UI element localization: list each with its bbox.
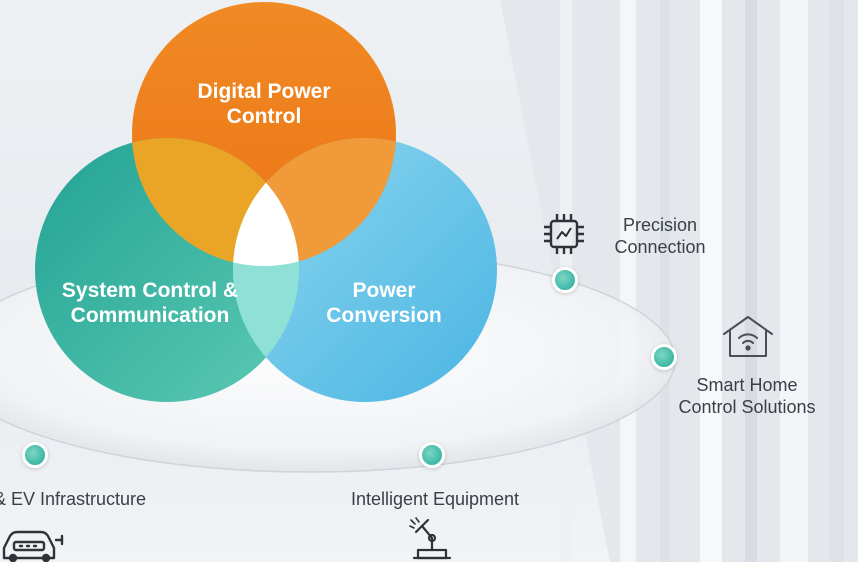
label-intelligent-equipment: Intelligent Equipment (350, 489, 520, 509)
dot-intelligent-equipment (419, 442, 445, 468)
venn-overlap-top-right (233, 138, 396, 266)
robot-arm-icon (409, 517, 452, 560)
venn-label-system-control-communication: System Control & Communication (61, 279, 239, 327)
ev-car-icon (2, 530, 64, 562)
label-precision-connection: Precision Connection (614, 215, 706, 257)
chip-icon (544, 214, 584, 254)
dot-ev-infrastructure (22, 442, 48, 468)
dot-smart-home (651, 344, 677, 370)
venn-label-digital-power-control: Digital Power Control (197, 80, 331, 128)
smart-home-icon (723, 316, 773, 357)
label-smart-home: Smart Home Control Solutions (678, 375, 816, 417)
dot-precision-connection (552, 267, 578, 293)
venn-label-power-conversion: Power Conversion (326, 279, 442, 327)
venn-overlap-top-left (132, 138, 299, 266)
label-ev-infrastructure: & EV Infrastructure (0, 489, 147, 509)
